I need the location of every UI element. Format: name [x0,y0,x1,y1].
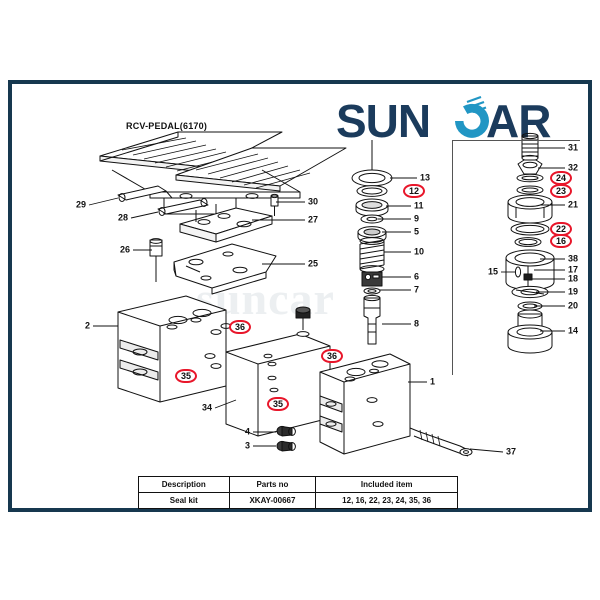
table-header-cell: Parts no [228,476,317,493]
svg-text:AR: AR [486,96,551,146]
callout-30: 30 [308,196,319,207]
plunger-26 [149,238,163,282]
seal-callout-24: 24 [550,171,572,185]
callout-11: 11 [414,200,424,211]
callout-4: 4 [244,426,250,437]
callout-9: 9 [414,213,420,224]
callout-14: 14 [568,325,579,336]
linkage-rods [117,185,209,216]
callout-1: 1 [430,376,436,387]
seal-callout-36: 36 [321,349,343,363]
bracket-plate-27 [179,193,279,243]
callout-29: 29 [75,199,86,210]
main-valve-block-1 [319,353,473,457]
seal-callout-35: 35 [267,397,289,411]
center-spool-stack [351,140,393,345]
valve-body-2 [117,295,227,403]
right-section-divider [452,140,453,375]
callout-26: 26 [119,244,130,255]
callout-34: 34 [201,402,212,413]
callout-32: 32 [568,162,579,173]
callout-7: 7 [414,284,420,295]
callout-38: 38 [568,253,579,264]
right-cartridge-stack [505,132,555,354]
seal-callout-16: 16 [550,234,572,248]
base-plate-25 [173,243,277,295]
seal-callout-35: 35 [175,369,197,383]
callout-15: 15 [487,266,498,277]
callout-28: 28 [117,212,128,223]
table-cell: Seal kit [138,492,230,509]
svg-text:SUN: SUN [336,96,430,146]
rcv-pedal-plates [99,131,347,215]
callout-25: 25 [308,258,319,269]
callout-5: 5 [414,226,420,237]
callout-31: 31 [568,142,579,153]
logo-c-ring [455,96,489,138]
table-header-cell: Included item [315,476,458,493]
suncar-logo: SUN AR [336,96,584,146]
callout-17: 17 [568,264,579,275]
pedal-assembly-label: RCV-PEDAL(6170) [126,121,208,131]
callout-13: 13 [420,172,431,183]
callout-37: 37 [506,446,517,457]
plugs-3-4 [276,425,296,452]
spring-31 [521,132,539,162]
callout-10: 10 [414,246,425,257]
seal-callout-23: 23 [550,184,572,198]
seal-callout-36: 36 [229,320,251,334]
callout-6: 6 [414,271,420,282]
callout-21: 21 [568,199,579,210]
callout-20: 20 [568,300,579,311]
callout-2: 2 [84,320,90,331]
callout-8: 8 [414,318,420,329]
table-header-cell: Description [138,476,230,493]
callout-19: 19 [568,286,579,297]
table-cell: 12, 16, 22, 23, 24, 35, 36 [315,492,458,509]
table-cell: XKAY-00667 [228,492,317,509]
callout-18: 18 [568,273,579,284]
callout-27: 27 [308,214,319,225]
right-section-divider-top [452,140,580,141]
seal-callout-12: 12 [403,184,425,198]
callout-3: 3 [244,440,250,451]
